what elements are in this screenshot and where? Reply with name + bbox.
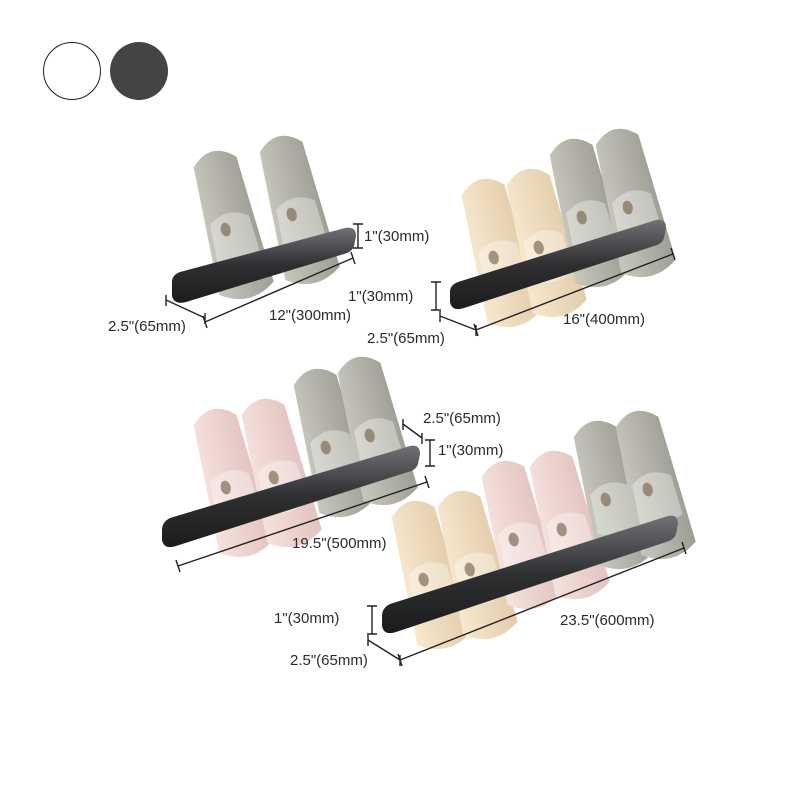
rack-19-length-label: 19.5"(500mm) bbox=[292, 535, 387, 552]
rack-bar bbox=[162, 445, 420, 548]
rack-bar bbox=[450, 219, 666, 310]
rack-19-height-label: 1"(30mm) bbox=[438, 442, 504, 459]
rack-12-length-label: 12"(300mm) bbox=[269, 307, 352, 324]
rack-12-height-label: 1"(30mm) bbox=[364, 228, 430, 245]
rack-23-depth-label: 2.5"(65mm) bbox=[290, 652, 368, 669]
rack-23-height-label: 1"(30mm) bbox=[274, 610, 340, 627]
rack-bar bbox=[382, 515, 678, 634]
rack-12-depth-label: 2.5"(65mm) bbox=[108, 318, 186, 335]
rack-19-depth-label: 2.5"(65mm) bbox=[423, 410, 501, 427]
rack-16in-group bbox=[431, 122, 679, 337]
white-color-swatch[interactable] bbox=[43, 42, 101, 100]
rack-16-depth-label: 2.5"(65mm) bbox=[367, 330, 445, 347]
rack-bar bbox=[172, 227, 356, 303]
rack-12in-group bbox=[165, 129, 363, 329]
rack-19in-group bbox=[162, 350, 435, 573]
rack-23in-group bbox=[367, 404, 699, 667]
dark-gray-color-swatch[interactable] bbox=[110, 42, 168, 100]
rack-23-length-label: 23.5"(600mm) bbox=[560, 612, 655, 629]
rack-16-height-label: 1"(30mm) bbox=[348, 288, 414, 305]
rack-16-length-label: 16"(400mm) bbox=[563, 311, 646, 328]
